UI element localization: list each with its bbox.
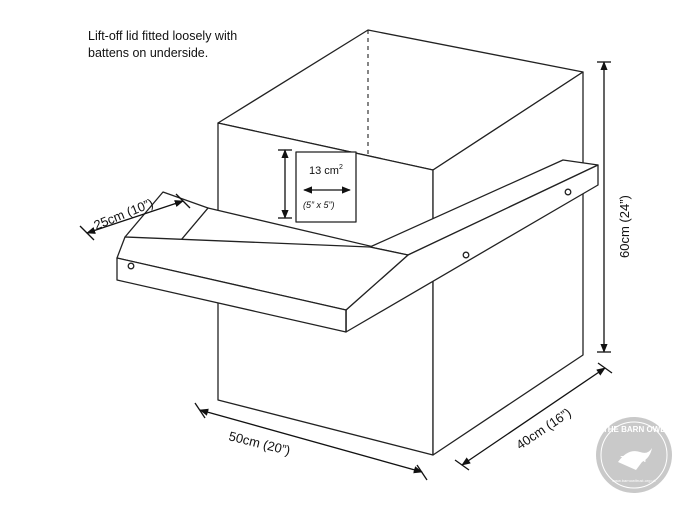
entrance-hole bbox=[295, 151, 357, 223]
barn-owl-trust-logo: THE BARN OWL TRUST www.barnowltrust.org.… bbox=[596, 417, 672, 493]
svg-text:TRUST: TRUST bbox=[621, 455, 648, 464]
height-label: 60cm (24”) bbox=[617, 195, 632, 258]
svg-text:THE BARN OWL: THE BARN OWL bbox=[603, 425, 665, 434]
hole-size-label: (5” x 5”) bbox=[303, 200, 335, 210]
depth-label: 40cm (16”) bbox=[513, 405, 574, 453]
hole-area-label: 13 cm2 bbox=[309, 164, 343, 177]
lid-note-line-1: Lift-off lid fitted loosely with bbox=[88, 29, 238, 43]
ledge bbox=[116, 159, 599, 333]
svg-text:www.barnowltrust.org.uk: www.barnowltrust.org.uk bbox=[612, 478, 656, 483]
lid-note-line-2: battens on underside. bbox=[88, 46, 209, 60]
lid-note: Lift-off lid fitted loosely with battens… bbox=[88, 28, 237, 62]
